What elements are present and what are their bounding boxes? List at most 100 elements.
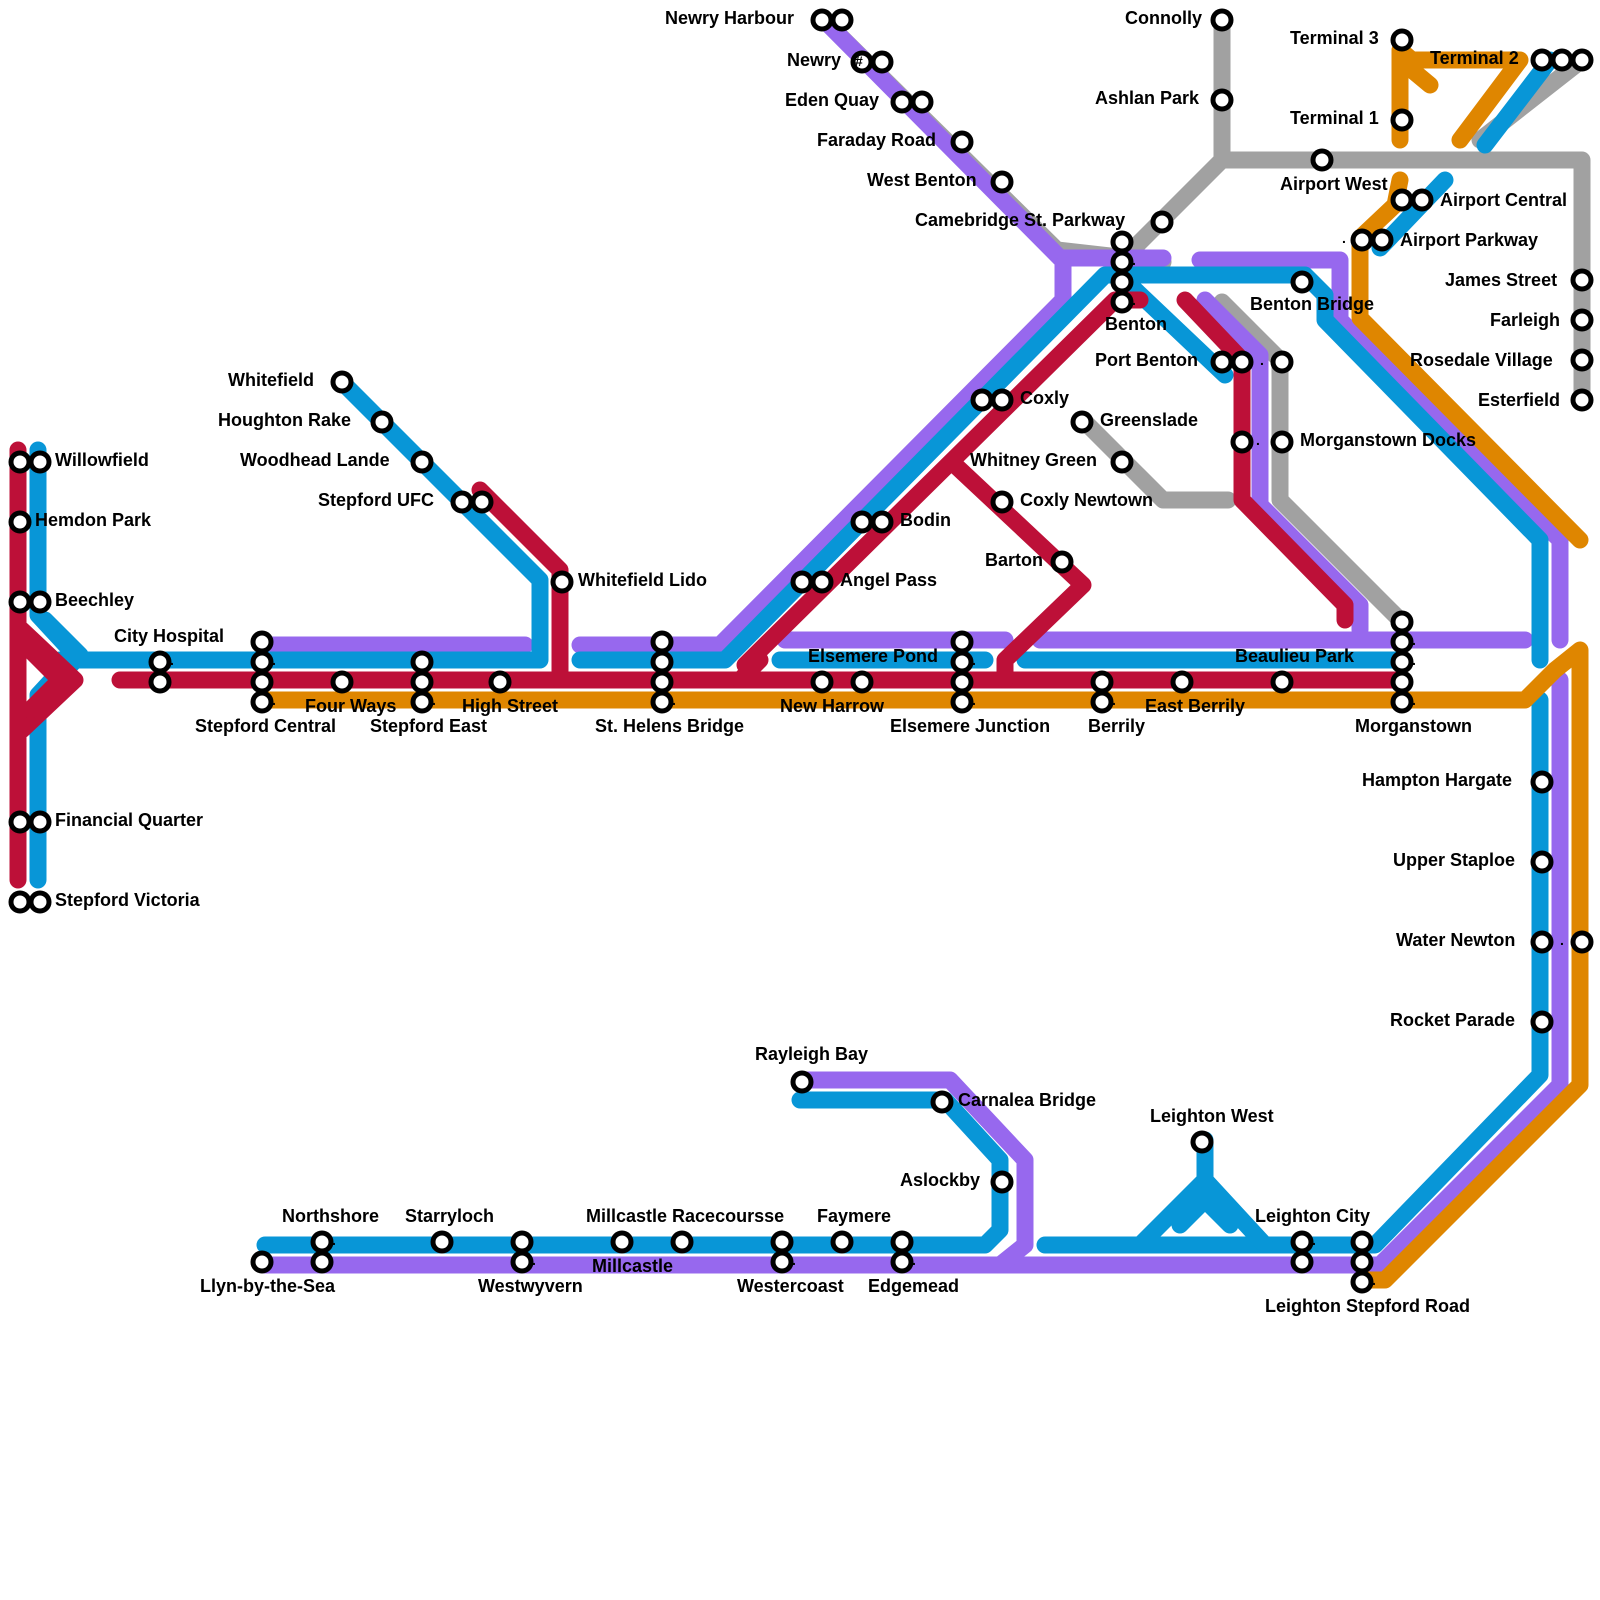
station-marker[interactable]	[1530, 770, 1554, 794]
station-marker[interactable]	[488, 670, 512, 694]
station-marker[interactable]	[770, 1230, 794, 1254]
station-marker[interactable]	[810, 670, 834, 694]
station-marker[interactable]	[8, 590, 32, 614]
station-marker[interactable]	[8, 450, 32, 474]
station-marker[interactable]	[870, 50, 894, 74]
station-marker[interactable]	[250, 670, 274, 694]
station-marker[interactable]	[910, 90, 934, 114]
station-marker[interactable]	[1310, 148, 1334, 172]
station-marker[interactable]	[250, 690, 274, 714]
station-marker[interactable]	[1350, 1230, 1374, 1254]
station-marker[interactable]	[1570, 388, 1594, 412]
station-marker[interactable]	[1070, 410, 1094, 434]
station-marker[interactable]	[510, 1250, 534, 1274]
station-marker[interactable]	[790, 1070, 814, 1094]
station-marker[interactable]	[1230, 350, 1254, 374]
station-marker[interactable]	[990, 490, 1014, 514]
station-marker[interactable]	[8, 510, 32, 534]
station-marker[interactable]	[330, 670, 354, 694]
station-marker[interactable]	[410, 450, 434, 474]
station-marker[interactable]	[890, 1250, 914, 1274]
station-marker[interactable]	[890, 90, 914, 114]
station-marker[interactable]	[1110, 270, 1134, 294]
station-marker[interactable]	[770, 1250, 794, 1274]
station-marker[interactable]	[1090, 670, 1114, 694]
station-marker[interactable]	[330, 370, 354, 394]
station-marker[interactable]	[450, 490, 474, 514]
station-marker[interactable]	[1530, 48, 1554, 72]
station-marker[interactable]	[1270, 670, 1294, 694]
station-marker[interactable]	[990, 388, 1014, 412]
station-marker[interactable]	[550, 570, 574, 594]
station-marker[interactable]	[28, 810, 52, 834]
station-marker[interactable]	[950, 670, 974, 694]
station-marker[interactable]	[1390, 610, 1414, 634]
station-marker[interactable]	[1570, 48, 1594, 72]
station-marker[interactable]	[1290, 270, 1314, 294]
station-marker[interactable]	[650, 630, 674, 654]
station-marker[interactable]	[310, 1230, 334, 1254]
station-marker[interactable]	[1170, 670, 1194, 694]
station-marker[interactable]	[1570, 268, 1594, 292]
station-marker[interactable]	[1050, 550, 1074, 574]
station-marker[interactable]	[950, 650, 974, 674]
station-marker[interactable]	[28, 590, 52, 614]
station-marker[interactable]	[810, 570, 834, 594]
station-marker[interactable]	[1290, 1250, 1314, 1274]
station-marker[interactable]	[1370, 228, 1394, 252]
station-marker[interactable]	[850, 510, 874, 534]
station-marker[interactable]	[650, 670, 674, 694]
station-marker[interactable]	[510, 1230, 534, 1254]
station-marker[interactable]	[28, 890, 52, 914]
station-marker[interactable]	[1570, 348, 1594, 372]
station-marker[interactable]	[990, 1170, 1014, 1194]
station-marker[interactable]	[650, 650, 674, 674]
station-marker[interactable]	[1210, 350, 1234, 374]
station-marker[interactable]	[310, 1250, 334, 1274]
station-marker[interactable]	[990, 170, 1014, 194]
station-marker[interactable]	[8, 890, 32, 914]
station-marker[interactable]	[1530, 850, 1554, 874]
station-marker[interactable]	[790, 570, 814, 594]
station-marker[interactable]	[950, 690, 974, 714]
station-marker[interactable]	[950, 130, 974, 154]
station-marker[interactable]	[28, 450, 52, 474]
station-marker[interactable]	[470, 490, 494, 514]
station-marker[interactable]	[850, 670, 874, 694]
station-marker[interactable]	[1110, 450, 1134, 474]
station-marker[interactable]	[1350, 1250, 1374, 1274]
station-marker[interactable]	[1390, 690, 1414, 714]
station-marker[interactable]	[1390, 188, 1414, 212]
station-marker[interactable]	[1570, 308, 1594, 332]
station-marker[interactable]	[930, 1090, 954, 1114]
station-marker[interactable]	[1390, 670, 1414, 694]
station-marker[interactable]	[1110, 290, 1134, 314]
station-marker[interactable]	[830, 1230, 854, 1254]
station-marker[interactable]	[1210, 88, 1234, 112]
station-marker[interactable]	[890, 1230, 914, 1254]
station-marker[interactable]	[410, 670, 434, 694]
station-marker[interactable]	[1210, 8, 1234, 32]
station-marker[interactable]	[1110, 250, 1134, 274]
station-marker[interactable]	[1090, 690, 1114, 714]
station-marker[interactable]	[410, 690, 434, 714]
station-marker[interactable]	[830, 8, 854, 32]
station-marker[interactable]	[1390, 650, 1414, 674]
station-marker[interactable]	[8, 810, 32, 834]
station-marker[interactable]	[670, 1230, 694, 1254]
station-marker[interactable]	[1410, 188, 1434, 212]
station-marker[interactable]	[148, 650, 172, 674]
station-marker[interactable]	[370, 410, 394, 434]
station-marker[interactable]	[810, 8, 834, 32]
station-marker[interactable]	[1350, 1270, 1374, 1294]
station-marker[interactable]	[1350, 228, 1374, 252]
station-marker[interactable]	[1390, 630, 1414, 654]
station-marker[interactable]	[1190, 1130, 1214, 1154]
station-marker[interactable]	[650, 690, 674, 714]
station-marker[interactable]	[430, 1230, 454, 1254]
station-marker[interactable]	[250, 1250, 274, 1274]
station-marker[interactable]	[1230, 430, 1254, 454]
station-marker[interactable]	[1270, 430, 1294, 454]
station-marker[interactable]	[970, 388, 994, 412]
station-marker[interactable]	[870, 510, 894, 534]
